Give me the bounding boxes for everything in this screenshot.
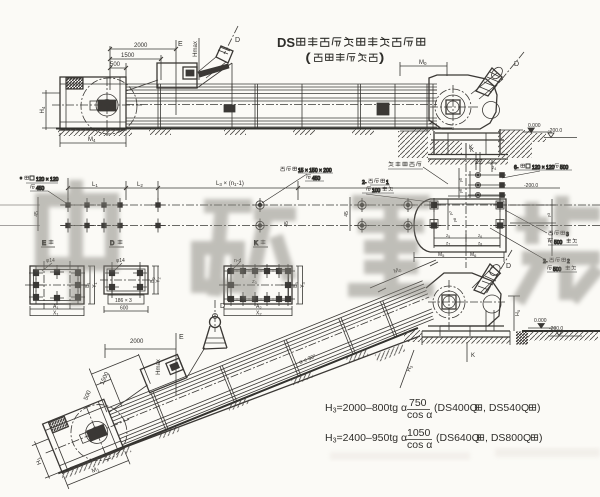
svg-text:A2: A2: [256, 304, 262, 310]
svg-text:y8: y8: [452, 217, 457, 222]
svg-text:0.000: 0.000: [534, 318, 547, 324]
svg-text:D: D: [235, 37, 240, 44]
svg-text:45: 45: [344, 211, 350, 217]
svg-text:100: 100: [372, 188, 381, 194]
svg-text:(: (: [306, 52, 310, 64]
svg-text:y5: y5: [458, 177, 463, 182]
svg-text:, DS800Q: , DS800Q: [485, 432, 531, 444]
svg-text:z8: z8: [478, 241, 482, 247]
svg-text:2000: 2000: [130, 339, 144, 345]
svg-text:L1: L1: [92, 182, 98, 188]
svg-text:1500: 1500: [100, 371, 111, 386]
svg-text:): ): [380, 52, 384, 64]
svg-text:500: 500: [554, 240, 563, 246]
svg-text:y7: y7: [448, 210, 453, 215]
svg-text:500: 500: [83, 389, 93, 401]
svg-text:K: K: [469, 145, 473, 151]
svg-text:Z: Z: [479, 160, 483, 166]
svg-text:φ14: φ14: [116, 258, 125, 264]
svg-text:Y3: Y3: [300, 281, 306, 287]
svg-text:450: 450: [312, 176, 321, 182]
svg-text:L2: L2: [137, 182, 143, 188]
svg-text:(DS640Q: (DS640Q: [436, 432, 480, 444]
svg-text:H4: H4: [40, 106, 46, 113]
svg-text:1500: 1500: [121, 53, 135, 59]
svg-text:186 × 3: 186 × 3: [115, 298, 132, 304]
svg-text:X1: X1: [53, 311, 59, 317]
svg-text:K: K: [470, 148, 474, 154]
svg-text:y4: y4: [546, 237, 551, 242]
svg-text:750: 750: [409, 397, 427, 409]
svg-text:, DS540Q: , DS540Q: [483, 402, 529, 414]
svg-text:2000: 2000: [134, 43, 148, 49]
svg-text:D: D: [506, 263, 511, 270]
svg-text:): ): [539, 432, 543, 444]
svg-text:600: 600: [120, 306, 129, 312]
svg-text:M0: M0: [419, 60, 427, 66]
svg-text:y6: y6: [458, 188, 463, 193]
svg-text:120 × 120: 120 × 120: [532, 165, 555, 171]
svg-text:1050: 1050: [407, 427, 431, 439]
svg-text:15 × 150 × 200: 15 × 150 × 200: [298, 168, 332, 174]
svg-text:H3=2000–800tg α: H3=2000–800tg α: [325, 402, 407, 415]
svg-text:H0: H0: [515, 309, 521, 316]
svg-text:): ): [537, 402, 541, 414]
svg-text:D: D: [220, 303, 225, 310]
svg-text:X2: X2: [256, 311, 262, 317]
svg-text:E: E: [178, 41, 183, 48]
svg-text:-200.0: -200.0: [524, 183, 538, 189]
svg-text:500: 500: [110, 62, 121, 68]
svg-text:Y1: Y1: [92, 281, 98, 287]
svg-text:-200.0: -200.0: [549, 326, 563, 332]
svg-text:z6: z6: [478, 233, 482, 239]
svg-text:M6: M6: [470, 252, 477, 258]
svg-text:-200.0: -200.0: [548, 128, 562, 134]
svg-text:M4: M4: [88, 137, 96, 143]
svg-text:cos α: cos α: [407, 409, 432, 421]
svg-text:cos α: cos α: [407, 439, 432, 451]
svg-text:H3=2400–950tg α: H3=2400–950tg α: [325, 432, 407, 445]
svg-text:L3 × (n1-1): L3 × (n1-1): [216, 181, 244, 187]
svg-text:D: D: [514, 61, 519, 68]
svg-text:M5: M5: [438, 252, 445, 258]
svg-text:y3: y3: [546, 212, 551, 217]
svg-text:45: 45: [284, 221, 290, 227]
svg-text:B1: B1: [85, 281, 91, 287]
svg-text:Hmax: Hmax: [156, 359, 162, 375]
svg-text:Y2: Y2: [156, 276, 162, 282]
svg-text:E: E: [179, 334, 184, 341]
svg-text:M1: M1: [91, 466, 101, 475]
svg-text:Hmax: Hmax: [193, 41, 199, 57]
svg-text:(DS400Q: (DS400Q: [434, 402, 478, 414]
svg-text:B2: B2: [150, 276, 156, 282]
svg-text:z7: z7: [446, 241, 450, 247]
svg-text:z4: z4: [492, 165, 496, 171]
svg-text:H1: H1: [35, 456, 43, 465]
svg-text:450: 450: [36, 186, 45, 192]
svg-text:B3: B3: [293, 281, 299, 287]
svg-text:2-: 2-: [362, 180, 367, 186]
svg-text:500: 500: [560, 165, 569, 171]
svg-text:6-: 6-: [514, 165, 519, 171]
svg-text:500: 500: [553, 267, 562, 273]
svg-text:120 × 120: 120 × 120: [36, 177, 59, 183]
svg-text:A1: A1: [53, 304, 59, 310]
svg-text:H3: H3: [406, 364, 414, 373]
svg-text:K: K: [471, 353, 475, 359]
svg-text:Z: Z: [475, 160, 479, 166]
svg-text:1: 1: [386, 180, 389, 186]
svg-text:0.000: 0.000: [528, 123, 541, 129]
svg-text:DS: DS: [277, 35, 295, 50]
svg-text:z5: z5: [446, 233, 450, 239]
svg-text:*: *: [20, 177, 22, 183]
